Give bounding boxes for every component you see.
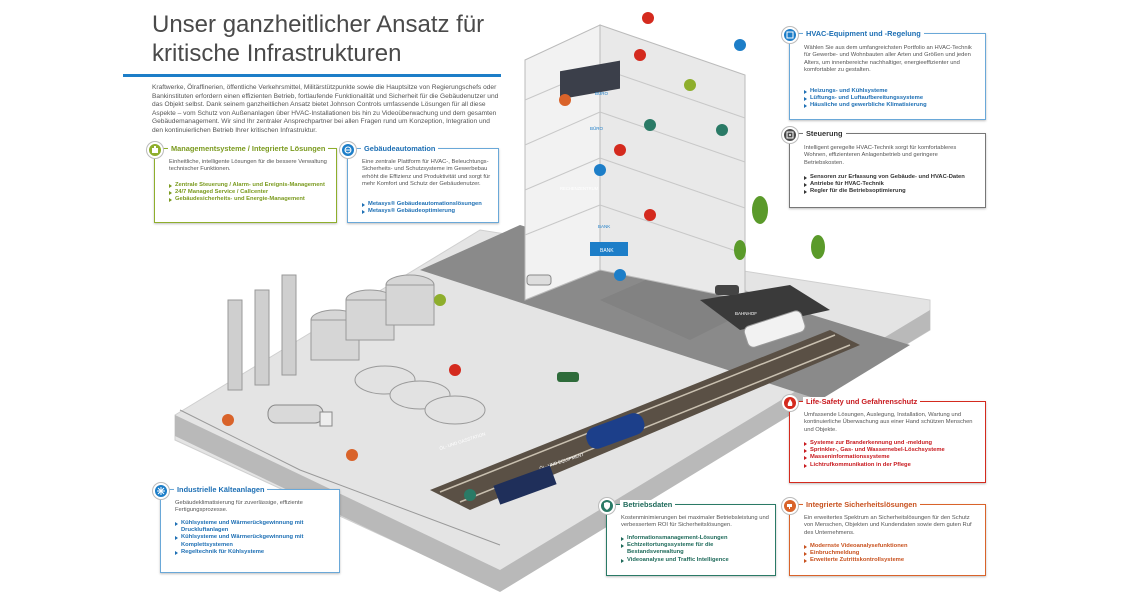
tanker-truck bbox=[267, 404, 324, 424]
list-item[interactable]: Zentrale Steuerung / Alarm- und Ereignis… bbox=[169, 182, 332, 189]
card-title: Life-Safety und Gefahrenschutz bbox=[803, 397, 921, 406]
locomotive bbox=[493, 465, 557, 505]
list-item[interactable]: Metasys® Gebäudeoptimierung bbox=[362, 208, 494, 215]
list-item[interactable]: Systeme zur Branderkennung und -meldung bbox=[804, 440, 981, 447]
card-description: Eine zentrale Plattform für HVAC-, Beleu… bbox=[362, 159, 491, 188]
car bbox=[715, 285, 739, 295]
tree bbox=[752, 196, 768, 224]
card-title: Industrielle Kälteanlagen bbox=[174, 485, 268, 494]
passenger-train bbox=[743, 310, 806, 348]
card-security: Integrierte Sicherheitslösungen Ein erwe… bbox=[782, 498, 986, 576]
list-item[interactable]: Heizungs- und Kühlsysteme bbox=[804, 88, 981, 95]
globe-icon bbox=[340, 142, 356, 158]
card-building-automation: Gebäudeautomation Eine zentrale Plattfor… bbox=[340, 142, 499, 223]
card-control: Steuerung Intelligent geregelte HVAC-Tec… bbox=[782, 127, 986, 208]
list-item[interactable]: Antriebe für HVAC-Technik bbox=[804, 181, 981, 188]
card-list: Heizungs- und Kühlsysteme Lüftungs- und … bbox=[804, 88, 981, 110]
building-management-icon bbox=[147, 142, 163, 158]
railway-bed bbox=[430, 330, 860, 510]
card-description: Kostenminimierungen bei maximaler Betrie… bbox=[621, 515, 769, 529]
list-item[interactable]: Videoanalyse und Traffic Intelligence bbox=[621, 557, 771, 564]
shield-check-icon bbox=[599, 498, 615, 514]
card-description: Einheitliche, intelligente Lösungen für … bbox=[169, 159, 327, 173]
datacenter-sign: RECHENZENTRUM bbox=[560, 186, 599, 191]
card-industrial-refrigeration: Industrielle Kälteanlagen Gebäudeklimati… bbox=[153, 483, 340, 573]
rail-line bbox=[439, 334, 836, 493]
security-camera-icon bbox=[782, 498, 798, 514]
car bbox=[557, 372, 579, 382]
card-description: Umfassende Lösungen, Auslegung, Installa… bbox=[804, 412, 973, 433]
card-hvac: HVAC-Equipment und -Regelung Wählen Sie … bbox=[782, 27, 986, 120]
bank-sign: BANK bbox=[598, 224, 610, 229]
card-title: Steuerung bbox=[803, 129, 846, 138]
list-item[interactable]: Sensoren zur Erfassung von Gebäude- und … bbox=[804, 174, 981, 181]
flame-icon bbox=[782, 395, 798, 411]
card-description: Intelligent geregelte HVAC-Technik sorgt… bbox=[804, 145, 957, 166]
page-title: Unser ganzheitlicher Ansatz für kritisch… bbox=[152, 11, 485, 67]
list-item[interactable]: Kühlsysteme und Wärmerückgewinnung mit D… bbox=[175, 520, 335, 534]
card-title: Gebäudeautomation bbox=[361, 144, 439, 153]
list-item[interactable]: Metasys® Gebäudeautomationslösungen bbox=[362, 201, 494, 208]
list-item[interactable]: 24/7 Managed Service / Callcenter bbox=[169, 189, 332, 196]
list-item[interactable]: Kühlsysteme und Wärmerückgewinnung mit K… bbox=[175, 534, 335, 548]
office-tower-right bbox=[599, 24, 746, 301]
card-list: Systeme zur Branderkennung und -meldung … bbox=[804, 440, 981, 469]
card-list: Metasys® Gebäudeautomationslösungen Meta… bbox=[362, 201, 494, 215]
card-life-safety: Life-Safety und Gefahrenschutz Umfassend… bbox=[782, 395, 986, 483]
list-item[interactable]: Lüftungs- und Luftaufbereitungssysteme bbox=[804, 95, 981, 102]
list-item[interactable]: Informationsmanagement-Lösungen bbox=[621, 535, 771, 542]
car bbox=[526, 274, 552, 286]
chimney bbox=[281, 274, 297, 376]
intro-paragraph: Kraftwerke, Ölraffinerien, öffentliche V… bbox=[152, 84, 499, 134]
card-title: Integrierte Sicherheitslösungen bbox=[803, 500, 920, 509]
chimney bbox=[227, 299, 243, 391]
hvac-unit-icon bbox=[782, 27, 798, 43]
station-tunnel bbox=[700, 285, 830, 330]
truck-cab bbox=[319, 411, 333, 427]
station-sign: BAHNHOF bbox=[735, 311, 757, 316]
chimney bbox=[254, 289, 270, 386]
list-item[interactable]: Gebäudesicherheits- und Energie-Manageme… bbox=[169, 196, 332, 203]
perimeter-fence bbox=[179, 409, 501, 546]
card-title: Managementsysteme / Integrierte Lösungen bbox=[168, 144, 329, 153]
list-item[interactable]: Echtzeitortungssysteme für die Bestandsv… bbox=[621, 542, 771, 556]
list-item[interactable]: Lichtrufkommunikation in der Pflege bbox=[804, 462, 981, 469]
card-title: HVAC-Equipment und -Regelung bbox=[803, 29, 924, 38]
list-item[interactable]: Sprinkler-, Gas- und Wassernebel-Löschsy… bbox=[804, 447, 981, 454]
tank-wagon bbox=[586, 413, 645, 449]
list-item[interactable]: Regler für die Betriebsoptimierung bbox=[804, 188, 981, 195]
list-item[interactable]: Häusliche und gewerbliche Klimatisierung bbox=[804, 102, 981, 109]
card-operating-data: Betriebsdaten Kostenminimierungen bei ma… bbox=[599, 498, 776, 576]
card-description: Gebäudeklimatisierung für zuverlässige, … bbox=[175, 500, 303, 514]
snowflake-icon bbox=[153, 483, 169, 499]
feature-pins bbox=[222, 12, 746, 501]
card-list: Zentrale Steuerung / Alarm- und Ereignis… bbox=[169, 182, 332, 204]
tree bbox=[811, 235, 825, 259]
control-panel-icon bbox=[782, 127, 798, 143]
card-list: Sensoren zur Erfassung von Gebäude- und … bbox=[804, 174, 981, 196]
bank-counter bbox=[590, 242, 628, 256]
card-description: Wählen Sie aus dem umfangreichsten Portf… bbox=[804, 45, 972, 74]
pressure-vessel bbox=[424, 395, 486, 425]
tree bbox=[734, 240, 746, 260]
card-management-systems: Managementsysteme / Integrierte Lösungen… bbox=[147, 142, 337, 223]
bank-sign: BANK bbox=[600, 248, 614, 254]
office-sign: BÜRO bbox=[590, 125, 604, 131]
list-item[interactable]: Modernste Videoanalysefunktionen bbox=[804, 543, 981, 550]
title-underline bbox=[123, 74, 501, 77]
ground-edge bbox=[175, 310, 930, 592]
office-sign: BÜRO bbox=[595, 90, 609, 96]
list-item[interactable]: Erweiterte Zutrittskontrollsysteme bbox=[804, 557, 981, 564]
server-room bbox=[560, 60, 620, 100]
card-list: Informationsmanagement-Lösungen Echtzeit… bbox=[621, 535, 771, 564]
card-list: Kühlsysteme und Wärmerückgewinnung mit D… bbox=[175, 520, 335, 556]
list-item[interactable]: Einbruchmeldung bbox=[804, 550, 981, 557]
card-description: Ein erweitertes Spektrum an Sicherheitsl… bbox=[804, 515, 972, 536]
list-item[interactable]: Masseninformationssysteme bbox=[804, 454, 981, 461]
list-item[interactable]: Regeltechnik für Kühlsysteme bbox=[175, 549, 335, 556]
card-title: Betriebsdaten bbox=[620, 500, 676, 509]
card-list: Modernste Videoanalysefunktionen Einbruc… bbox=[804, 543, 981, 565]
